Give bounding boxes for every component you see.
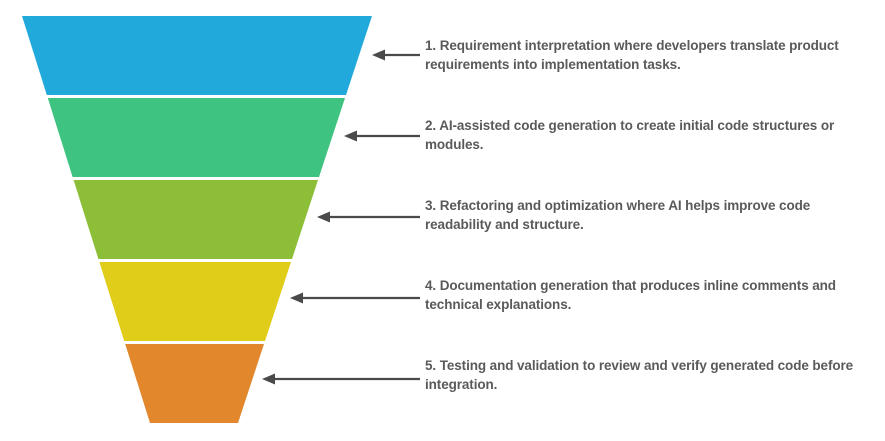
funnel-step-label-2: 2. AI-assisted code generation to create… — [425, 118, 835, 152]
funnel-step-label-3: 3. Refactoring and optimization where AI… — [425, 198, 811, 232]
funnel-step-label-5: 5. Testing and validation to review and … — [425, 358, 854, 392]
funnel-segment-2[interactable] — [47, 98, 346, 177]
arrow-2 — [344, 130, 420, 142]
funnel-arrows — [262, 49, 420, 385]
funnel-segment-3[interactable] — [73, 180, 318, 259]
funnel-segment-1[interactable] — [22, 16, 372, 95]
funnel-step-label-1: 1. Requirement interpretation where deve… — [425, 38, 839, 72]
arrow-1 — [372, 49, 420, 61]
funnel-segments — [22, 16, 372, 423]
arrow-3 — [317, 211, 420, 223]
funnel-segment-4[interactable] — [99, 262, 292, 341]
funnel-segment-5[interactable] — [125, 344, 264, 423]
arrow-5 — [262, 373, 420, 385]
funnel-step-label-4: 4. Documentation generation that produce… — [425, 278, 836, 312]
arrow-4 — [290, 292, 420, 304]
